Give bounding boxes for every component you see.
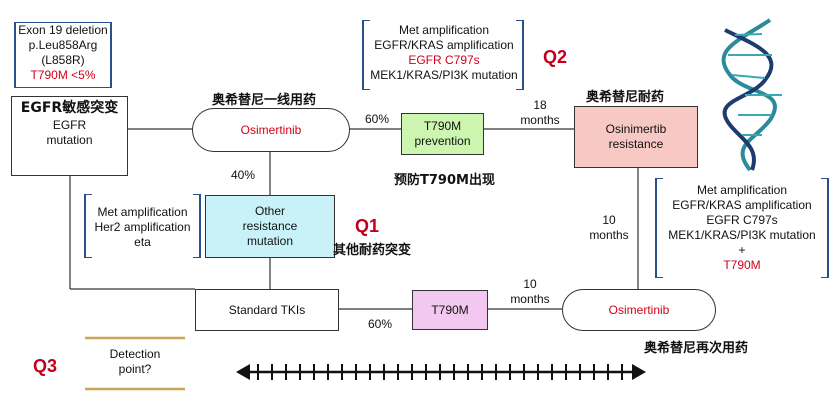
t790m-label: T790M <box>431 302 469 317</box>
right-line-2: EGFR/KRAS amplification <box>672 198 812 212</box>
resistance-line-1: Osinimertib <box>605 122 667 136</box>
t790m-box[interactable]: T790M <box>412 290 488 330</box>
q2-label: Q2 <box>543 47 568 67</box>
time-bottom: 10 months <box>503 277 557 307</box>
res-top-line-3: EGFR C797s <box>408 53 480 67</box>
other-line-1: Other <box>254 204 285 218</box>
time-right: 10 months <box>582 213 636 243</box>
first-line-cn-label: 奥希替尼一线用药 <box>212 93 317 108</box>
egfr-line-2: mutation <box>46 133 93 147</box>
t790m-prevention-box[interactable]: T790M prevention <box>401 113 484 155</box>
osimertinib-resistance-box[interactable]: Osinimertib resistance <box>574 106 698 168</box>
mutation-line-4: T790M <5% <box>30 68 96 82</box>
right-line-6: T790M <box>723 258 761 272</box>
time-top-value: 18 <box>533 98 547 112</box>
time-top: 18 months <box>512 98 568 128</box>
q1-label: Q1 <box>355 216 380 236</box>
detection-line-1: Detection <box>109 347 161 361</box>
right-line-4: MEK1/KRAS/PI3K mutation <box>668 228 816 242</box>
her2-line-2: Her2 amplification <box>94 220 191 234</box>
right-line-5: + <box>738 243 746 257</box>
time-bottom-unit: months <box>510 292 550 306</box>
right-line-1: Met amplification <box>696 183 788 197</box>
resistance-cn-label: 奥希替尼耐药 <box>586 90 665 105</box>
prevention-line-1: T790M <box>423 119 462 133</box>
rechallenge-cn-label: 奥希替尼再次用药 <box>644 341 749 356</box>
time-right-unit: months <box>589 228 629 242</box>
other-line-3: mutation <box>246 234 294 248</box>
egfr-mutation-list <box>14 22 109 88</box>
right-resistance-list: Met amplification EGFR/KRAS amplificatio… <box>658 183 826 273</box>
res-top-line-4: MEK1/KRAS/PI3K mutation <box>370 68 518 82</box>
percent-top: 60% <box>365 112 390 126</box>
egfr-line-1: EGFR <box>52 118 87 132</box>
percent-mid: 40% <box>231 168 256 182</box>
dna-helix-icon <box>721 18 782 172</box>
mutation-line-2: p.Leu858Arg <box>28 38 98 52</box>
standard-tkis-label: Standard TKIs <box>228 302 306 317</box>
egfr-cn-label: EGFR敏感突变 <box>20 100 119 116</box>
egfr-mutation-box[interactable]: EGFR敏感突变 EGFR mutation <box>11 96 128 176</box>
other-resistance-box[interactable]: Other resistance mutation <box>205 195 335 258</box>
q3-label: Q3 <box>33 356 58 376</box>
mutation-line-3: (L858R) <box>41 53 85 67</box>
time-right-value: 10 <box>602 213 616 227</box>
res-top-line-2: EGFR/KRAS amplification <box>374 38 514 52</box>
timeline-arrow <box>236 364 646 380</box>
prevention-cn-label: 预防T790M出现 <box>394 173 495 188</box>
time-top-unit: months <box>520 113 560 127</box>
resistance-line-2: resistance <box>608 137 664 151</box>
time-bottom-value: 10 <box>523 277 537 291</box>
other-line-2: resistance <box>242 219 298 233</box>
osimertinib-rechallenge[interactable]: Osimertinib <box>562 289 716 331</box>
detection-line-2: point? <box>118 362 152 376</box>
her2-line-3: eta <box>134 235 151 249</box>
prevention-line-2: prevention <box>414 134 471 148</box>
other-cn-label: 其他耐药突变 <box>333 243 412 258</box>
resistance-list-top: Met amplification EGFR/KRAS amplificatio… <box>366 23 522 83</box>
standard-tkis-box[interactable]: Standard TKIs <box>195 289 339 331</box>
res-top-line-1: Met amplification <box>398 23 490 37</box>
detection-point: Detection point? <box>100 347 170 377</box>
percent-bottom: 60% <box>368 317 393 331</box>
mutation-line-1: Exon 19 deletion <box>18 23 108 37</box>
osimertinib-first-line[interactable]: Osimertinib <box>192 108 350 152</box>
mutation-list-text: Exon 19 deletion p.Leu858Arg (L858R) T79… <box>16 23 110 83</box>
her2-line-1: Met amplification <box>97 205 188 219</box>
right-line-3: EGFR C797s <box>706 213 778 227</box>
her2-list: Met amplification Her2 amplification eta <box>86 205 199 250</box>
